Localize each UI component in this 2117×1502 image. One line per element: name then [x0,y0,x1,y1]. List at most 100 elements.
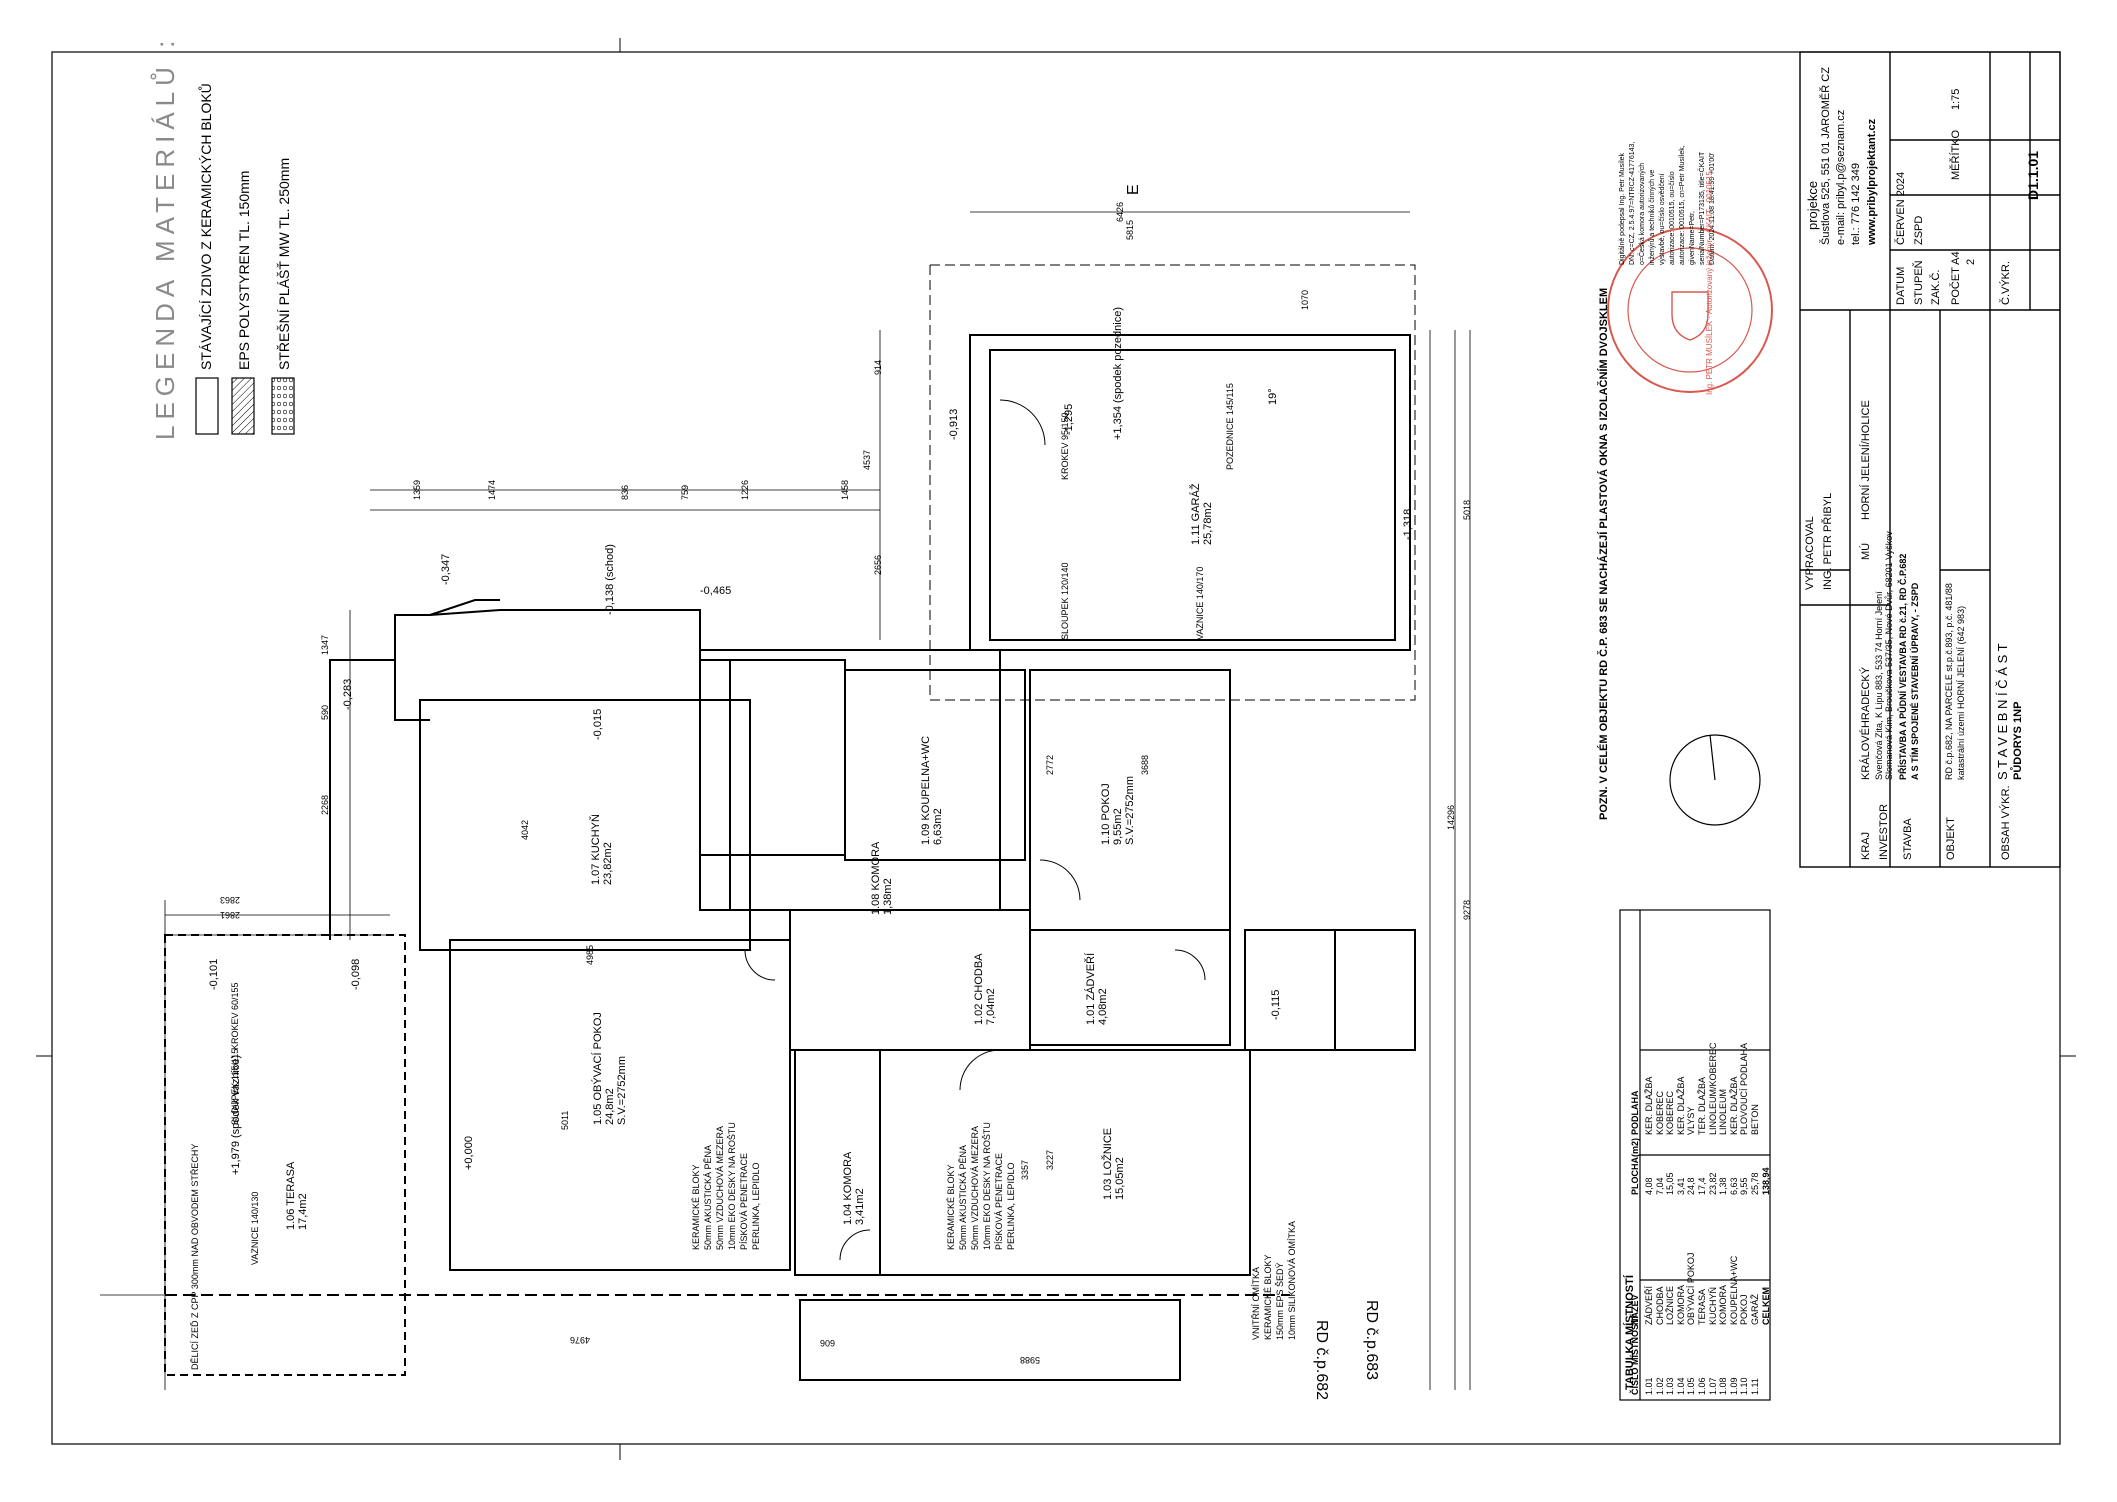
objekt-value-2: katastrální území HORNÍ JELENÍ (642 983) [1956,605,1966,780]
dim-1070: 1070 [1300,289,1310,310]
room-table-cell: KOBEREC [1654,1090,1665,1135]
level-mark: -0,283 [342,678,354,710]
room-table-cell: LINOLEUM/KOBEREC [1707,1042,1718,1135]
room-table-cell: 1.05 [1686,1377,1697,1395]
door-swings [744,399,1206,1261]
room-table-cell: 1.03 [1665,1377,1676,1395]
room-table-header-cell: ČÍSLO MÍSTNOSTI [1630,1315,1640,1395]
room-table-row: 1.06TERASA17,4TER. DLAŽBA [1697,1025,1707,1395]
legend-title: LEGENDA MATERIÁLŮ : [150,34,180,440]
title-block-frame [1799,51,2061,868]
legend-swatch-eps [231,377,255,435]
dim-2863: 2863 [219,895,240,905]
dim-2861: 2861 [219,910,240,920]
room-table-cell: 1.02 [1654,1377,1665,1395]
vaznice-label-garage: VAZNICE 140/170 [1195,566,1205,640]
room-table-cell: KOMORA [1675,1284,1686,1325]
room-table-cell: OBÝVACÍ POKOJ [1686,1252,1697,1325]
level-mark: -0,138 (schod) [604,544,616,615]
room-table-cell: TERASA [1697,1288,1707,1325]
sloupek-label-terrace: SLOUPEK 115/115 [230,1048,240,1125]
room-table-cell: 23,82 [1707,1172,1718,1195]
room-table-cell: KOUPELNA+WC [1728,1255,1739,1325]
room-table-header-cell: NÁZEV [1630,1294,1640,1325]
level-mark: +1,354 (spodek pozednice) [1112,306,1124,440]
legend-label-masonry: STÁVAJÍCÍ ZDIVO Z KERAMICKÝCH BLOKŮ [198,83,214,370]
level-mark: -1,318 [1402,508,1414,540]
room-table-cell: KOMORA [1718,1284,1729,1325]
compass-needle [1709,734,1716,781]
level-mark: -0,101 [208,958,220,990]
investor-label: INVESTOR [1878,803,1890,860]
dim-3688: 3688 [1140,754,1150,775]
designer-email: e-mail: pribyl.p@seznam.cz [1835,109,1847,245]
dim-1347: 1347 [320,634,330,655]
level-mark: +0,000 [463,1136,475,1170]
meritko-label: MĚŘÍTKO [1950,129,1962,180]
dim-2772: 2772 [1045,754,1055,775]
stupen-value: ZSPD [1913,215,1925,245]
room-table-cell: 9,55 [1739,1177,1750,1195]
room-table-cell: GARÁŽ [1750,1293,1760,1325]
dividing-wall-label: DĚLICÍ ZEĎ Z CPP 300mm NAD OBVODEM STŘEC… [190,1143,200,1370]
dim-chain-2: 1474 [487,479,497,500]
room-table-cell: 17,4 [1697,1177,1707,1195]
level-mark: -0,913 [948,408,960,440]
room-table-row: 1.03LOŽNICE15,05KOBEREC [1665,1025,1675,1395]
dim-4985: 4985 [585,944,595,965]
section-mark-e: E [1125,184,1142,195]
room-table-cell: PLOVOUCÍ PODLAHA [1739,1042,1750,1135]
room-table-frame [1619,909,1771,1401]
room-table-cell: KER. DLAŽBA [1728,1076,1739,1135]
stavba-value-2: A S TÍM SPOJENÉ STAVEBNÍ ÚPRAVY, - ZSPD [1910,582,1920,780]
room-table-cell: 3,41 [1675,1177,1686,1195]
designer-phone: tel.: 776 142 349 [1850,163,1862,245]
cislo-value: D1.1.01 [2025,150,2041,200]
neighbour-label-683: RD č.p.683 [1363,1300,1380,1381]
stamp-seal [1607,227,1773,393]
room-table-row: 1.05OBÝVACÍ POKOJ24,8VLYSY [1686,1025,1696,1395]
dim-4976: 4976 [569,1335,590,1345]
level-mark: -0,015 [592,708,604,740]
cislo-label: Č.VÝKR. [2000,260,2012,305]
dim-590: 590 [320,704,330,720]
vaznice-label-terrace: VAZNICE 140/130 [250,1191,260,1265]
dim-5988: 5988 [1019,1355,1040,1365]
dim-2268: 2268 [320,794,330,815]
dim-914: 914 [873,359,883,375]
dim-4537: 4537 [862,449,872,470]
room-table-cell: KER. DLAŽBA [1644,1076,1654,1135]
investor-value-1: Svenčová Zita, K Lipu 883, 533 74 Horní … [1874,591,1884,780]
dim-top-total: 14296 [1446,804,1456,830]
vypracoval-value: ING. PETR PŘIBYL [1822,492,1834,590]
vypracoval-label: VYPRACOVAL [1804,516,1816,590]
degree-label: 19° [1267,388,1279,405]
investor-value-2: Slomanová Kim, Broučkova 537/35, Nové Dv… [1884,531,1894,780]
room-table-cell: 1.07 [1707,1377,1718,1395]
dim-5011: 5011 [560,1110,570,1130]
level-mark: -0,115 [1270,989,1282,1020]
room-table-cell: 4,08 [1644,1177,1654,1195]
room-table-row: 1.07KUCHYŇ23,82LINOLEUM/KOBEREC [1708,1025,1718,1395]
room-table-cell: LINOLEUM [1718,1088,1729,1135]
dim-garage-width: 6426 [1115,201,1125,222]
room-table-row: 1.04KOMORA3,41KER. DLAŽBA [1676,1025,1686,1395]
dim-chain-4: 1458 [840,479,850,500]
room-table-row: 1.10POKOJ9,55PLOVOUCÍ PODLAHA [1739,1025,1749,1395]
objekt-value-1: RD č.p.682, NA PARCELE st.p.č.893, p.č. … [1944,583,1954,780]
room-table-cell: 1.10 [1739,1377,1750,1395]
room-table-cell: KOBEREC [1665,1090,1676,1135]
pozednice-label: POZEDNICE 145/115 [1225,383,1235,470]
obsah-value-1: S T A V E B N Í Č Á S T [1995,643,2010,780]
dimension-lines [100,211,1471,1390]
